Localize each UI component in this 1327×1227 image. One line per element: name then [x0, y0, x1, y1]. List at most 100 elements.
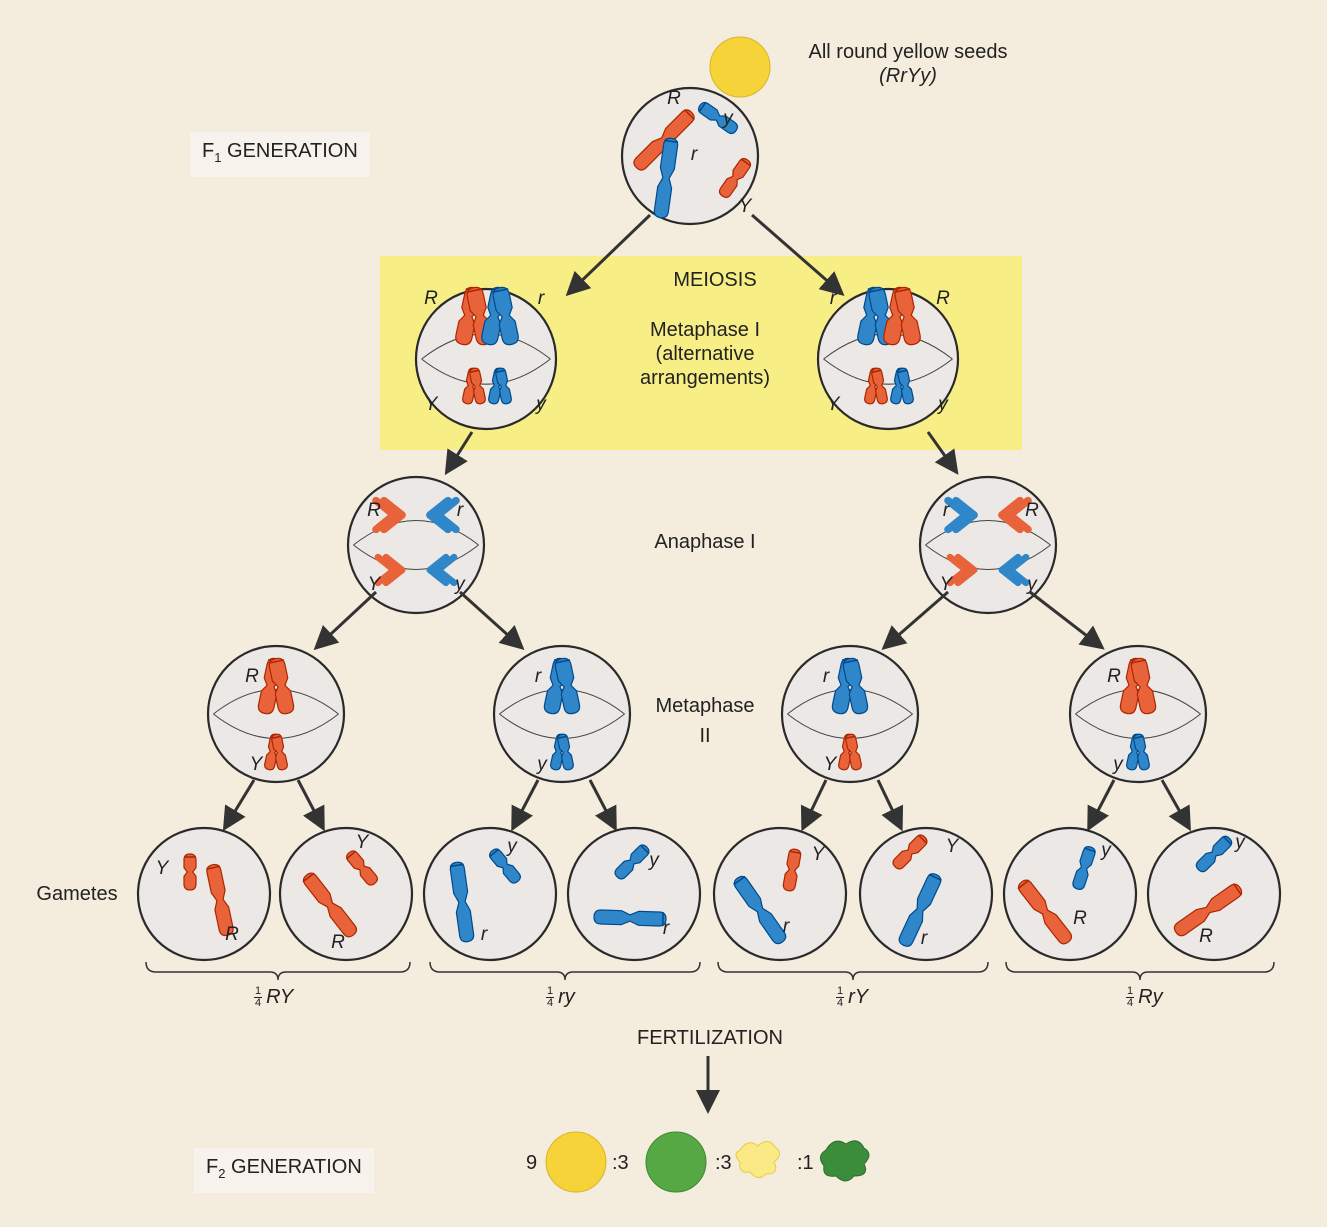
cell-membrane — [278, 826, 414, 962]
chromatid-arm — [998, 566, 1022, 587]
allele-Y: Y — [739, 196, 753, 217]
fraction-den: 4 — [547, 997, 554, 1009]
arrow — [296, 779, 325, 832]
chromatid-arm — [434, 511, 460, 534]
chromatid — [842, 657, 869, 715]
duplicated-chromosome — [462, 367, 486, 405]
chromatid — [469, 367, 486, 405]
cell-membrane — [492, 644, 632, 784]
round-green-seed — [645, 1131, 707, 1193]
round-yellow-seed — [709, 36, 771, 98]
ratio-1: :1 — [797, 1152, 814, 1174]
allele-label: R — [225, 924, 239, 945]
ratio-3b: :3 — [715, 1152, 732, 1174]
round-yellow-seed — [545, 1131, 607, 1193]
cell-membrane — [712, 826, 848, 962]
separating-chromatid — [1006, 553, 1030, 587]
gamete-cell-1 — [136, 826, 272, 962]
metaphase2-cell-2 — [492, 644, 632, 784]
separating-chromatid — [426, 496, 452, 534]
spindle — [787, 689, 913, 715]
chromatid-arm — [380, 511, 406, 534]
chromatid-body — [845, 733, 862, 771]
allele-label: r — [830, 288, 837, 309]
chromatid-body — [871, 367, 888, 405]
chromatid — [633, 109, 695, 171]
chromatid — [554, 657, 581, 715]
fraction-genotype: rY — [848, 986, 869, 1008]
allele-label: R — [424, 288, 438, 309]
metaphase1-line3: arrangements) — [639, 367, 771, 389]
cell-membrane — [136, 826, 272, 962]
arrow — [881, 590, 949, 650]
allele-label: y — [1099, 840, 1112, 861]
arrow — [458, 590, 525, 651]
fraction-genotype: ry — [558, 986, 575, 1008]
chromatid-band — [894, 288, 911, 293]
gamete-cell-5 — [712, 826, 848, 962]
allele-label: R — [1025, 500, 1039, 521]
gametes-label: Gametes — [36, 883, 118, 905]
meiosis-label: MEIOSIS — [673, 269, 757, 291]
allele-label: r — [538, 288, 545, 309]
ratio-9: 9 — [526, 1152, 538, 1174]
chromatid-band — [1133, 735, 1144, 740]
allele-label: R — [936, 288, 950, 309]
chromatid-body — [633, 109, 695, 171]
separating-chromatid — [380, 496, 406, 534]
chromatid-band — [842, 659, 859, 664]
allele-label: y — [453, 574, 466, 595]
arrow — [444, 431, 474, 476]
cell-membrane — [1002, 826, 1138, 962]
chromatid-body — [894, 286, 921, 346]
gamete-bracket — [1005, 961, 1275, 981]
duplicated-chromosome — [543, 657, 581, 715]
chromatid-band — [845, 735, 856, 740]
chromatid — [871, 367, 888, 405]
arrow — [1087, 779, 1116, 832]
arrow — [1160, 779, 1191, 832]
chromatid — [449, 861, 475, 943]
duplicated-chromosome — [264, 733, 288, 771]
chromatid-band — [495, 369, 506, 374]
chromatid-band — [488, 848, 500, 858]
allele-label: R — [245, 666, 259, 687]
chromatid — [593, 909, 667, 927]
chromatid-band — [206, 865, 221, 870]
chromatid-body — [892, 834, 928, 870]
allele-label: r — [943, 500, 950, 521]
allele-label: Y — [940, 574, 954, 595]
chromatid-band — [1130, 659, 1147, 664]
f2-generation-label: F2 GENERATION — [194, 1148, 374, 1193]
spindle — [925, 520, 1051, 546]
fraction-num: 1 — [836, 985, 845, 998]
allele-label: y — [535, 754, 548, 775]
allele-label: Y — [356, 832, 370, 853]
chromatid-band — [1083, 847, 1096, 853]
gamete-cell-7 — [1002, 826, 1138, 962]
f1-generation-label: F1 GENERATION — [190, 132, 370, 177]
chromatid-arm — [426, 566, 450, 587]
arrow — [926, 431, 959, 475]
allele-label: y — [936, 394, 949, 415]
chromatid-body — [492, 286, 519, 346]
chromatid — [1173, 883, 1243, 937]
chromatid-band — [466, 288, 483, 293]
chromatid-body — [449, 861, 475, 943]
chromatid — [206, 863, 234, 937]
chromatid — [653, 137, 679, 219]
top-caption: All round yellow seeds (RrYy) — [778, 40, 1038, 88]
allele-label: R — [1073, 908, 1087, 929]
chromatid — [1072, 846, 1096, 890]
wrinkled-yellow-seed — [735, 1141, 780, 1178]
separating-chromatid — [1006, 496, 1032, 534]
chromatid-band — [302, 872, 315, 883]
cell-membrane — [414, 287, 558, 431]
chromatid — [183, 853, 197, 891]
allele-label: y — [1111, 754, 1124, 775]
gamete-cell-4 — [566, 826, 702, 962]
allele-label: Y — [250, 754, 264, 775]
arrow — [1029, 590, 1105, 650]
f1-sub: 1 — [214, 150, 222, 165]
